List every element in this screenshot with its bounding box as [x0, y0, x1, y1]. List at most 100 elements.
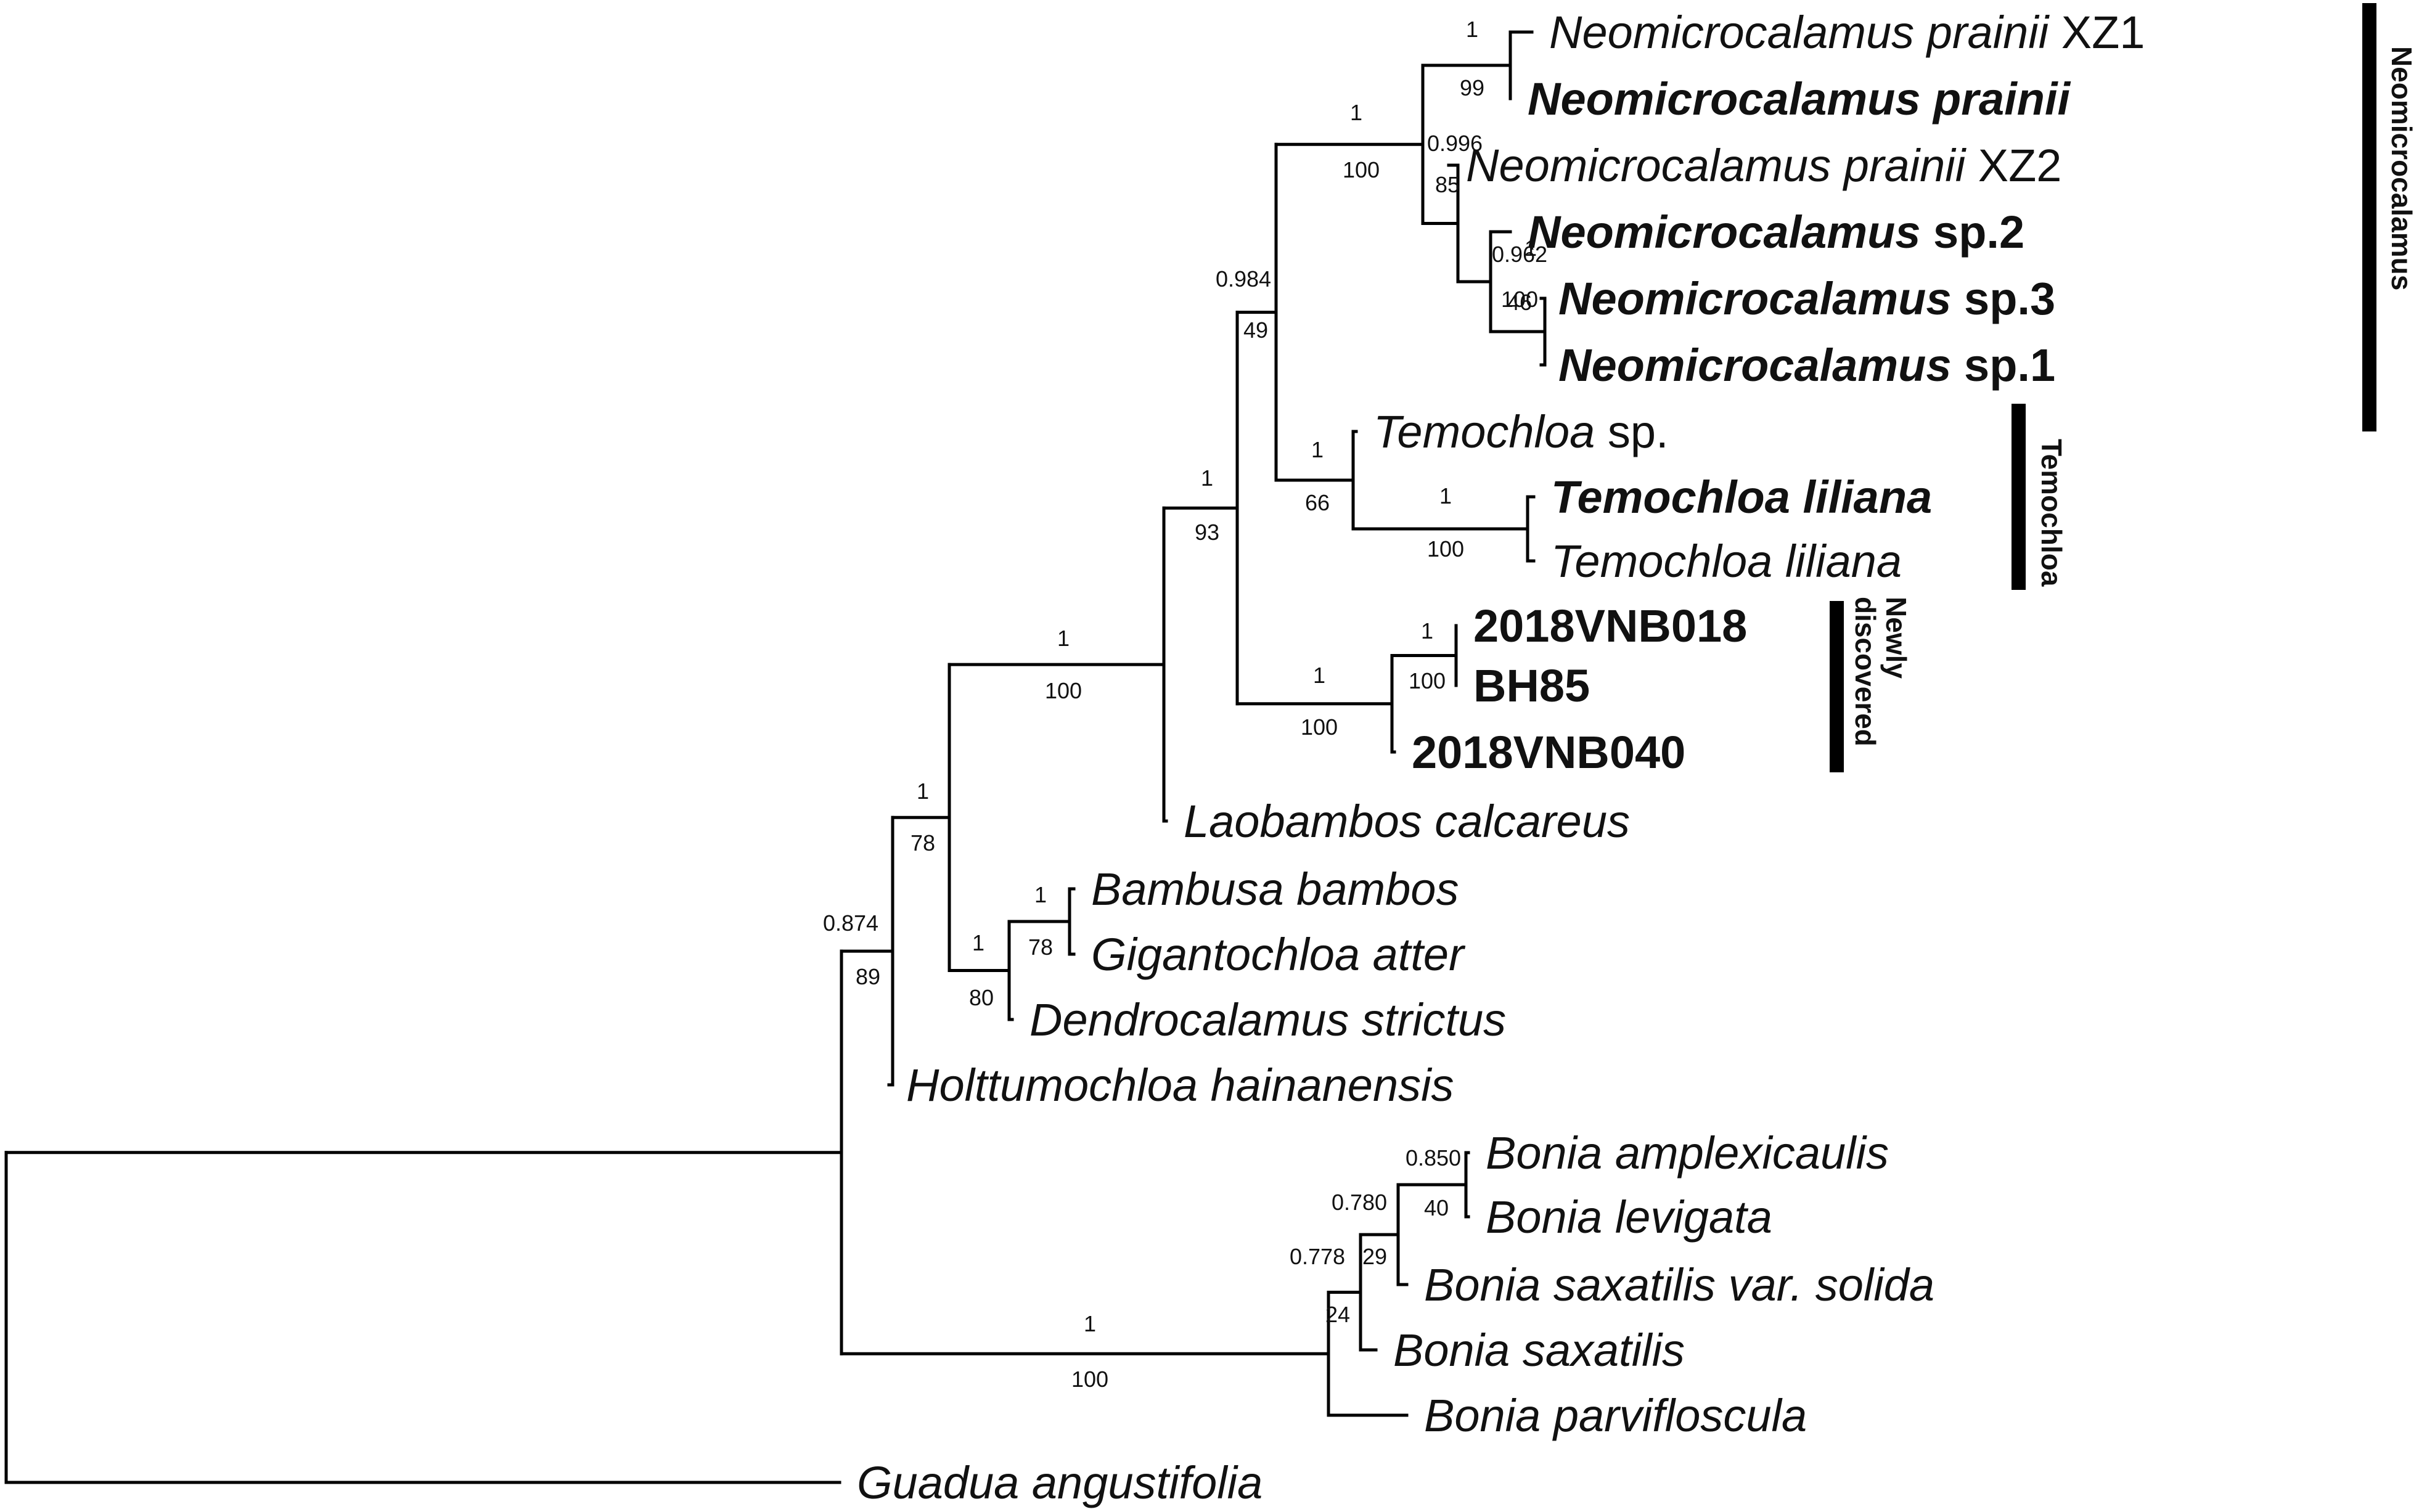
bootstrap-n_core: 93 — [1195, 520, 1219, 545]
posterior-n_t3: 0.996 — [1427, 131, 1483, 156]
tip-label-t17: Holttumochloa hainanensis — [906, 1060, 1454, 1111]
tip-label-t15: Gigantochloa atter — [1091, 929, 1466, 980]
clade-bar-newly-discovered — [1830, 601, 1844, 772]
tip-label-part: sp.1 — [1952, 340, 2056, 391]
posterior-n_new: 1 — [1313, 663, 1325, 688]
tip-label-part: Gigantochloa atter — [1091, 929, 1466, 980]
clade-label-neomicrocalamus: Neomicrocalamus — [2386, 46, 2418, 290]
tip-label-part: Bonia levigata — [1486, 1191, 1772, 1243]
posterior-n_t14t15: 1 — [1034, 882, 1047, 907]
tip-label-t11: BH85 — [1473, 660, 1590, 711]
tip-label-part: Bonia parvifloscula — [1424, 1390, 1807, 1441]
tip-label-part: XZ1 — [2048, 7, 2145, 58]
posterior-n_core: 1 — [1201, 465, 1213, 491]
bootstrap-n_t5t6: 46 — [1507, 290, 1532, 315]
tip-label-part: Neomicrocalamus — [1558, 273, 1952, 324]
tip-label-part: Neomicrocalamus prainii — [1549, 7, 2050, 58]
bootstrap-n_lao: 100 — [1045, 678, 1082, 703]
tip-label-t3: Neomicrocalamus prainii XZ2 — [1466, 140, 2061, 191]
tip-label-t13: Laobambos calcareus — [1184, 796, 1630, 847]
tip-label-part: sp.2 — [1921, 206, 2025, 258]
tip-label-t21: Bonia saxatilis — [1393, 1325, 1685, 1376]
bootstrap-n_bonia: 100 — [1071, 1367, 1108, 1392]
tip-label-t10: 2018VNB018 — [1473, 600, 1747, 652]
posterior-n_t20: 0.780 — [1332, 1190, 1387, 1215]
tip-label-t18: Bonia amplexicaulis — [1486, 1127, 1889, 1179]
posterior-n_t5t6: 0.962 — [1492, 242, 1547, 267]
posterior-n_neo: 1 — [1350, 100, 1362, 125]
clade-label-discovered: discovered — [1849, 597, 1881, 746]
posterior-n_t18t19: 0.850 — [1406, 1145, 1461, 1171]
tip-label-part: 2018VNB018 — [1473, 600, 1747, 652]
posterior-n_neotem: 0.984 — [1216, 266, 1271, 292]
tip-label-part: Neomicrocalamus prainii — [1466, 140, 1967, 191]
tip-label-t7: Temochloa sp. — [1373, 406, 1669, 457]
bootstrap-n_tem: 66 — [1305, 490, 1330, 515]
tip-label-t20: Bonia saxatilis var. solida — [1424, 1259, 1934, 1310]
posterior-n_t21: 0.778 — [1290, 1244, 1345, 1269]
tip-label-part: 2018VNB040 — [1412, 727, 1685, 778]
posterior-n_bonia: 1 — [1084, 1311, 1096, 1336]
tip-label-part: Temochloa liliana — [1551, 536, 1902, 587]
tip-label-t9: Temochloa liliana — [1551, 536, 1902, 587]
bootstrap-n_t21: 24 — [1325, 1302, 1350, 1327]
posterior-n_t1t2: 1 — [1466, 17, 1478, 42]
bootstrap-n_holt: 89 — [856, 964, 880, 989]
clade-bar-neomicrocalamus — [2362, 3, 2376, 431]
tip-label-part: XZ2 — [1965, 140, 2061, 191]
tip-label-part: Temochloa — [1373, 406, 1595, 457]
tip-label-part: Laobambos calcareus — [1184, 796, 1630, 847]
tip-labels: Neomicrocalamus prainii XZ1Neomicrocalam… — [857, 7, 2145, 1508]
bootstrap-n_t20: 29 — [1362, 1244, 1387, 1269]
bootstrap-n_t4: 100 — [1501, 287, 1538, 312]
bootstrap-n_bgd: 80 — [969, 985, 994, 1010]
posterior-n_main: 1 — [917, 778, 929, 804]
tip-label-part: Temochloa liliana — [1551, 472, 1932, 523]
tip-label-t2: Neomicrocalamus prainii — [1528, 73, 2071, 125]
bootstrap-n_t14t15: 78 — [1028, 934, 1053, 960]
tip-label-t6: Neomicrocalamus sp.1 — [1558, 340, 2055, 391]
bootstrap-n_main: 78 — [911, 830, 935, 856]
bootstrap-n_new: 100 — [1301, 714, 1338, 740]
bootstrap-n_neo: 100 — [1343, 157, 1380, 182]
bootstrap-n_t3: 85 — [1435, 172, 1460, 197]
bootstrap-n_neotem: 49 — [1243, 317, 1268, 343]
tip-label-part: sp.3 — [1952, 273, 2056, 324]
posterior-n_tem: 1 — [1311, 437, 1324, 462]
bootstrap-n_t18t19: 40 — [1424, 1195, 1449, 1220]
bootstrap-n_t10t11: 100 — [1409, 668, 1446, 693]
posterior-n_lao: 1 — [1057, 626, 1070, 651]
tip-label-t1: Neomicrocalamus prainii XZ1 — [1549, 7, 2145, 58]
tip-label-part: Holttumochloa hainanensis — [906, 1060, 1454, 1111]
tip-label-t16: Dendrocalamus strictus — [1029, 994, 1506, 1045]
tip-label-part: sp. — [1595, 406, 1668, 457]
tip-label-t14: Bambusa bambos — [1091, 864, 1459, 915]
bootstrap-n_t8t9: 100 — [1427, 536, 1464, 562]
bootstrap-n_t1t2: 99 — [1460, 75, 1484, 100]
posterior-n_bgd: 1 — [972, 930, 984, 955]
tip-label-part: Neomicrocalamus prainii — [1528, 73, 2071, 125]
tip-label-part: Bonia saxatilis var. solida — [1424, 1259, 1934, 1310]
posterior-n_holt: 0.874 — [823, 910, 878, 936]
clade-label-temochloa: Temochloa — [2036, 439, 2068, 587]
tip-label-part: Neomicrocalamus — [1558, 340, 1952, 391]
tip-label-part: BH85 — [1473, 660, 1590, 711]
support-values: 1 99 0.962 46 1 100 0.996 85 1 100 1 100 1 66 0.984 49 1… — [823, 17, 1547, 1392]
clade-bar-temochloa — [2012, 404, 2026, 590]
posterior-n_t4: 1 — [1525, 235, 1537, 261]
tip-label-part: Neomicrocalamus — [1528, 206, 1921, 258]
tip-label-t12: 2018VNB040 — [1412, 727, 1685, 778]
tip-label-t23: Guadua angustifolia — [857, 1457, 1263, 1508]
tip-label-part: Guadua angustifolia — [857, 1457, 1263, 1508]
tip-label-part: Dendrocalamus strictus — [1029, 994, 1506, 1045]
posterior-n_t10t11: 1 — [1421, 618, 1433, 644]
tip-label-t8: Temochloa liliana — [1551, 472, 1932, 523]
clade-label-newly: Newly — [1880, 597, 1912, 679]
tip-label-part: Bonia saxatilis — [1393, 1325, 1685, 1376]
tip-label-t4: Neomicrocalamus sp.2 — [1528, 206, 2024, 258]
posterior-n_t8t9: 1 — [1439, 483, 1452, 509]
tip-label-t19: Bonia levigata — [1486, 1191, 1772, 1243]
tip-label-t5: Neomicrocalamus sp.3 — [1558, 273, 2055, 324]
tip-label-t22: Bonia parvifloscula — [1424, 1390, 1807, 1441]
